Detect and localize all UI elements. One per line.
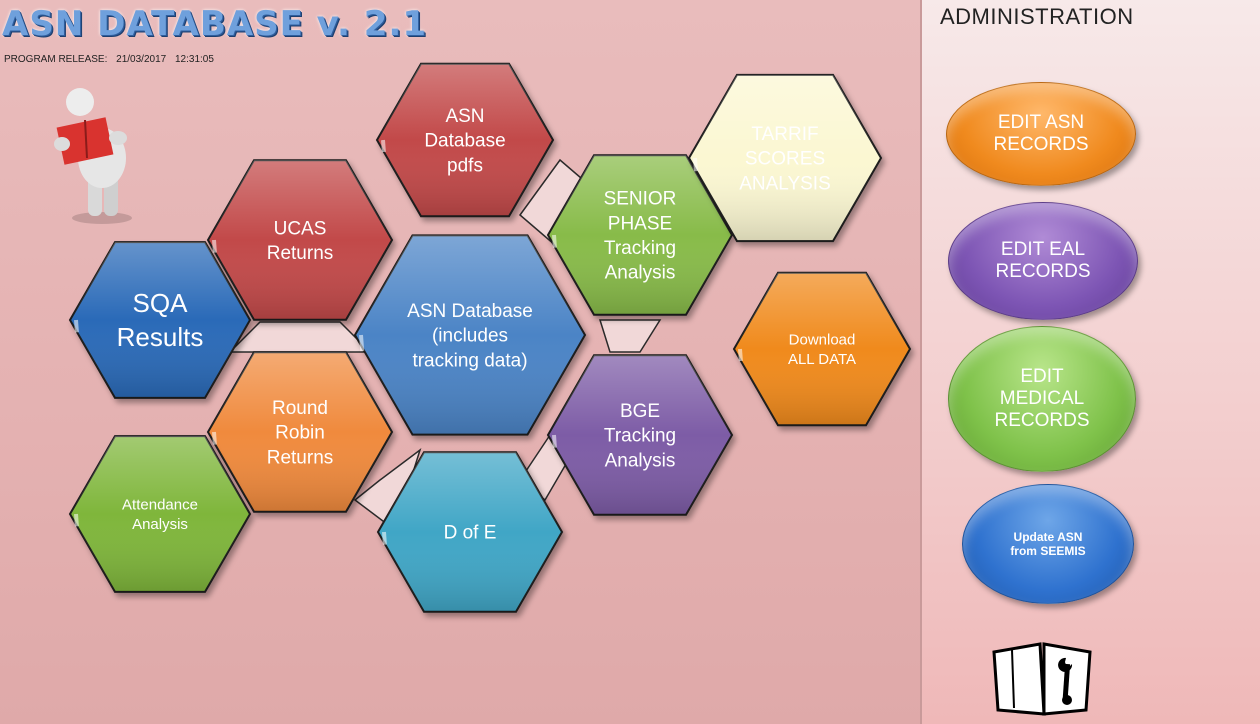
hex-label: pdfs (447, 155, 483, 176)
hex-label: Results (117, 322, 204, 352)
hex-label: SENIOR (604, 189, 677, 210)
hex-menu: SQAResultsUCASReturnsASNDatabasepdfsASN … (68, 62, 912, 613)
edit-medical-records-button[interactable]: EDIT MEDICAL RECORDS (948, 326, 1136, 472)
hex-label: Analysis (132, 516, 188, 533)
release-date: 21/03/2017 (116, 54, 167, 65)
hex-shine (689, 74, 881, 242)
program-release: PROGRAM RELEASE: 21/03/2017 12:31:05 (4, 54, 220, 65)
hex-shine (70, 242, 250, 398)
hex-shine (208, 160, 392, 320)
hex-label: ALL DATA (788, 351, 856, 368)
hex-highlight (381, 139, 386, 153)
hex-label: ASN (445, 106, 484, 127)
hex-highlight (212, 431, 217, 445)
hex-highlight (552, 434, 557, 448)
edit-asn-line-1: EDIT ASN (997, 112, 1085, 133)
update-asn-line-2: from SEEMIS (1010, 544, 1086, 558)
hex-label: TARRIF (751, 124, 818, 145)
reading-figure-icon (54, 88, 132, 224)
edit-asn-line-2: RECORDS (993, 134, 1089, 155)
hex-label: Robin (275, 423, 325, 444)
hex-shine (548, 355, 732, 515)
update-asn-from-seemis-button[interactable]: Update ASN from SEEMIS (962, 484, 1134, 604)
hex-label: ANALYSIS (739, 173, 831, 194)
hex-label: PHASE (608, 213, 672, 234)
release-label: PROGRAM RELEASE: (4, 54, 108, 65)
hex-label: tracking data) (412, 350, 527, 371)
hex-shine (355, 235, 585, 435)
hex-label: BGE (620, 401, 660, 422)
edit-medical-line-3: RECORDS (994, 410, 1090, 431)
hex-shine (378, 452, 562, 612)
hex-label: Returns (267, 243, 334, 264)
edit-asn-records-button[interactable]: EDIT ASN RECORDS (946, 82, 1136, 186)
hex-label: D of E (444, 523, 497, 544)
edit-eal-line-2: RECORDS (995, 261, 1091, 282)
hex-highlight (552, 234, 557, 248)
app-title: ASN DATABASE v. 2.1 (2, 4, 428, 44)
hex-highlight (359, 334, 365, 352)
hex-shine (208, 352, 392, 512)
hex-label: SQA (133, 288, 189, 318)
hex-highlight (738, 348, 743, 362)
hex-tarrif-scores-analysis[interactable]: TARRIF SCORES ANALYSIS (687, 73, 883, 243)
hex-label: Attendance (122, 497, 198, 514)
hex-shine (70, 436, 250, 592)
hex-shine (377, 63, 553, 217)
hex-sqa-results[interactable]: SQA Results (68, 241, 252, 399)
hex-label: Download (789, 332, 856, 349)
edit-medical-line-1: EDIT (1020, 366, 1064, 387)
hex-asn-database-tracking[interactable]: ASN Database (includes tracking data) (353, 234, 587, 436)
hex-label: Analysis (605, 450, 676, 471)
hex-label: Analysis (605, 263, 676, 284)
edit-eal-records-button[interactable]: EDIT EAL RECORDS (948, 202, 1138, 320)
hex-highlight (693, 157, 698, 172)
update-asn-line-1: Update ASN (1013, 530, 1083, 544)
hex-highlight (212, 239, 217, 253)
hex-highlight (74, 513, 79, 527)
hex-label: Tracking (604, 426, 676, 447)
hex-label: ASN Database (407, 301, 533, 322)
hex-shine (548, 155, 732, 315)
hex-label: Returns (267, 447, 334, 468)
hex-label: Database (424, 131, 505, 152)
hex-label: (includes (432, 326, 508, 347)
hex-label: Round (272, 398, 328, 419)
hex-label: UCAS (274, 218, 327, 239)
hex-shine (734, 272, 910, 426)
administration-title: ADMINISTRATION (940, 4, 1134, 29)
hex-d-of-e[interactable]: D of E (376, 451, 564, 613)
hex-asn-database-pdfs[interactable]: ASN Database pdfs (375, 62, 555, 218)
manual-wrench-icon[interactable] (990, 640, 1100, 718)
hex-highlight (74, 319, 79, 333)
hex-ucas-returns[interactable]: UCAS Returns (206, 159, 394, 321)
edit-medical-line-2: MEDICAL (999, 388, 1085, 409)
hex-label: SCORES (745, 149, 825, 170)
hex-highlight (382, 531, 387, 545)
release-time: 12:31:05 (174, 54, 214, 65)
edit-eal-line-1: EDIT EAL (1000, 239, 1086, 260)
hex-label: Tracking (604, 238, 676, 259)
